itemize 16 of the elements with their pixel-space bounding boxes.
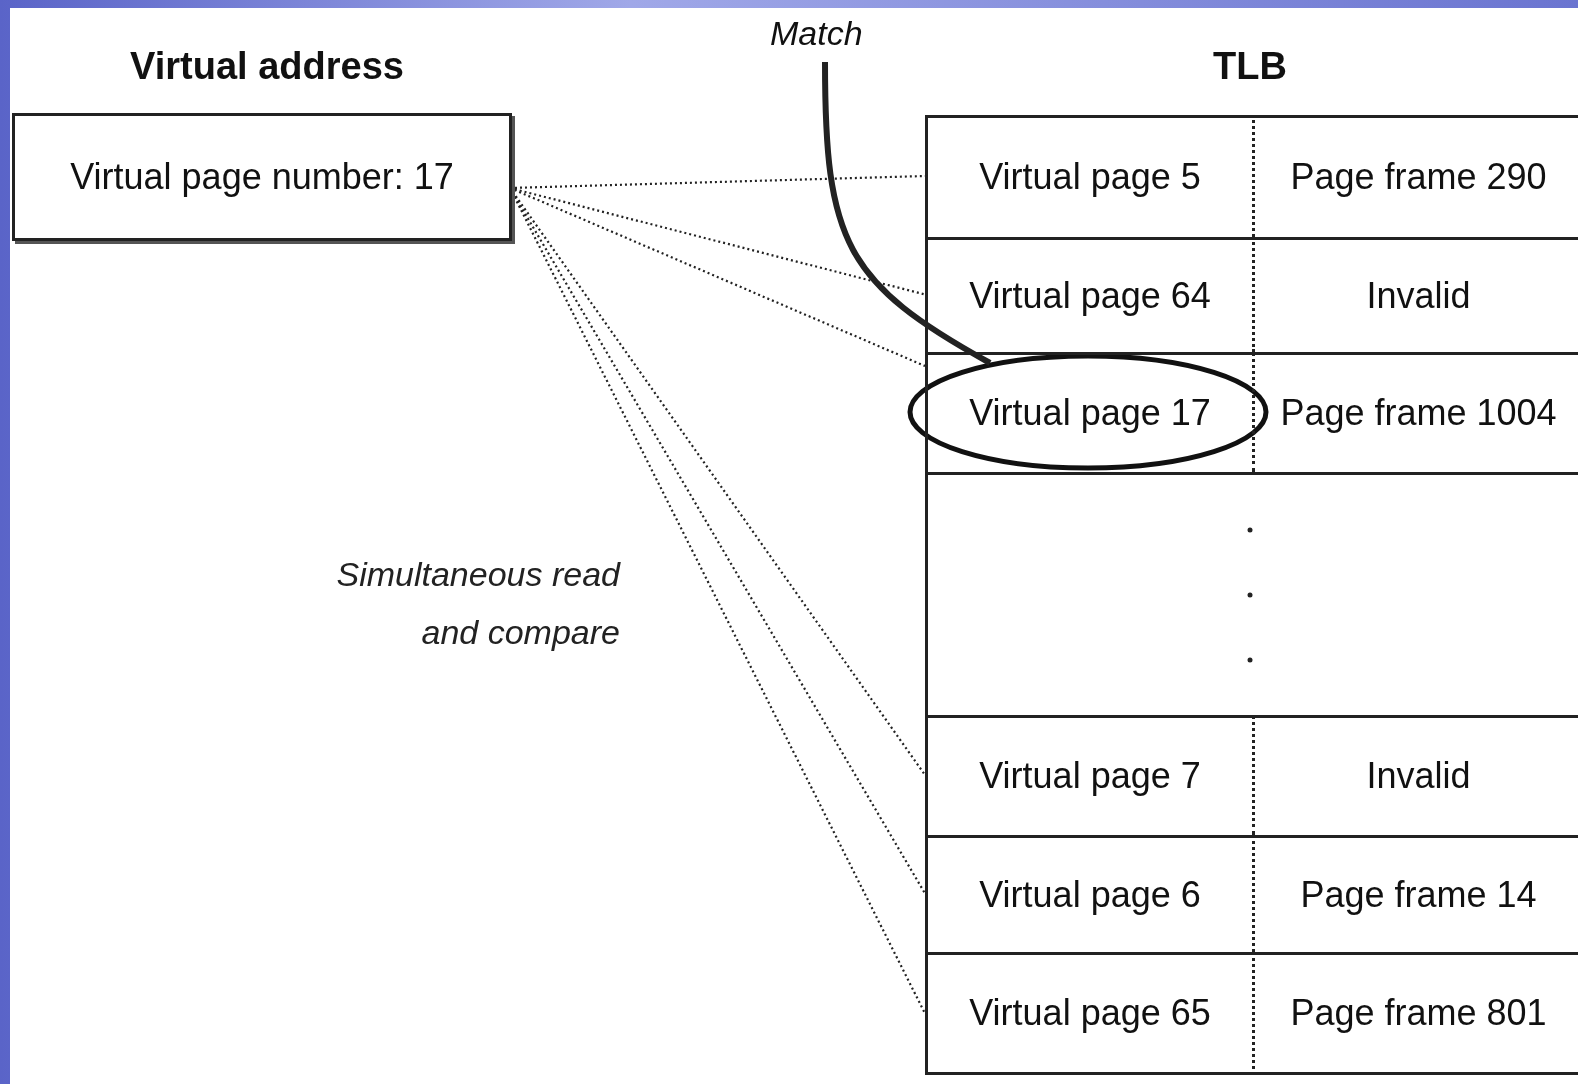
table-cell: Page frame 1004 xyxy=(1252,352,1578,472)
table-cell: Page frame 14 xyxy=(1252,835,1578,952)
table-cell: Virtual page 65 xyxy=(925,952,1252,1075)
table-cell: Page frame 290 xyxy=(1252,115,1578,237)
table-cell: Virtual page 64 xyxy=(925,237,1252,352)
table-cell: Virtual page 6 xyxy=(925,835,1252,952)
heading: Virtual address xyxy=(129,45,405,89)
address-box: Virtual page number: 17 xyxy=(12,113,512,241)
note-text: Simultaneous read and compare xyxy=(335,554,620,653)
callout-text: Match xyxy=(770,14,900,64)
table-title: TLB xyxy=(1212,45,1288,89)
table-cell: Invalid xyxy=(1252,715,1578,835)
table-cell: Invalid xyxy=(1252,237,1578,352)
table-cell: Virtual page 5 xyxy=(925,115,1252,237)
table-cell: Virtual page 7 xyxy=(925,715,1252,835)
table-cell: Page frame 801 xyxy=(1252,952,1578,1075)
